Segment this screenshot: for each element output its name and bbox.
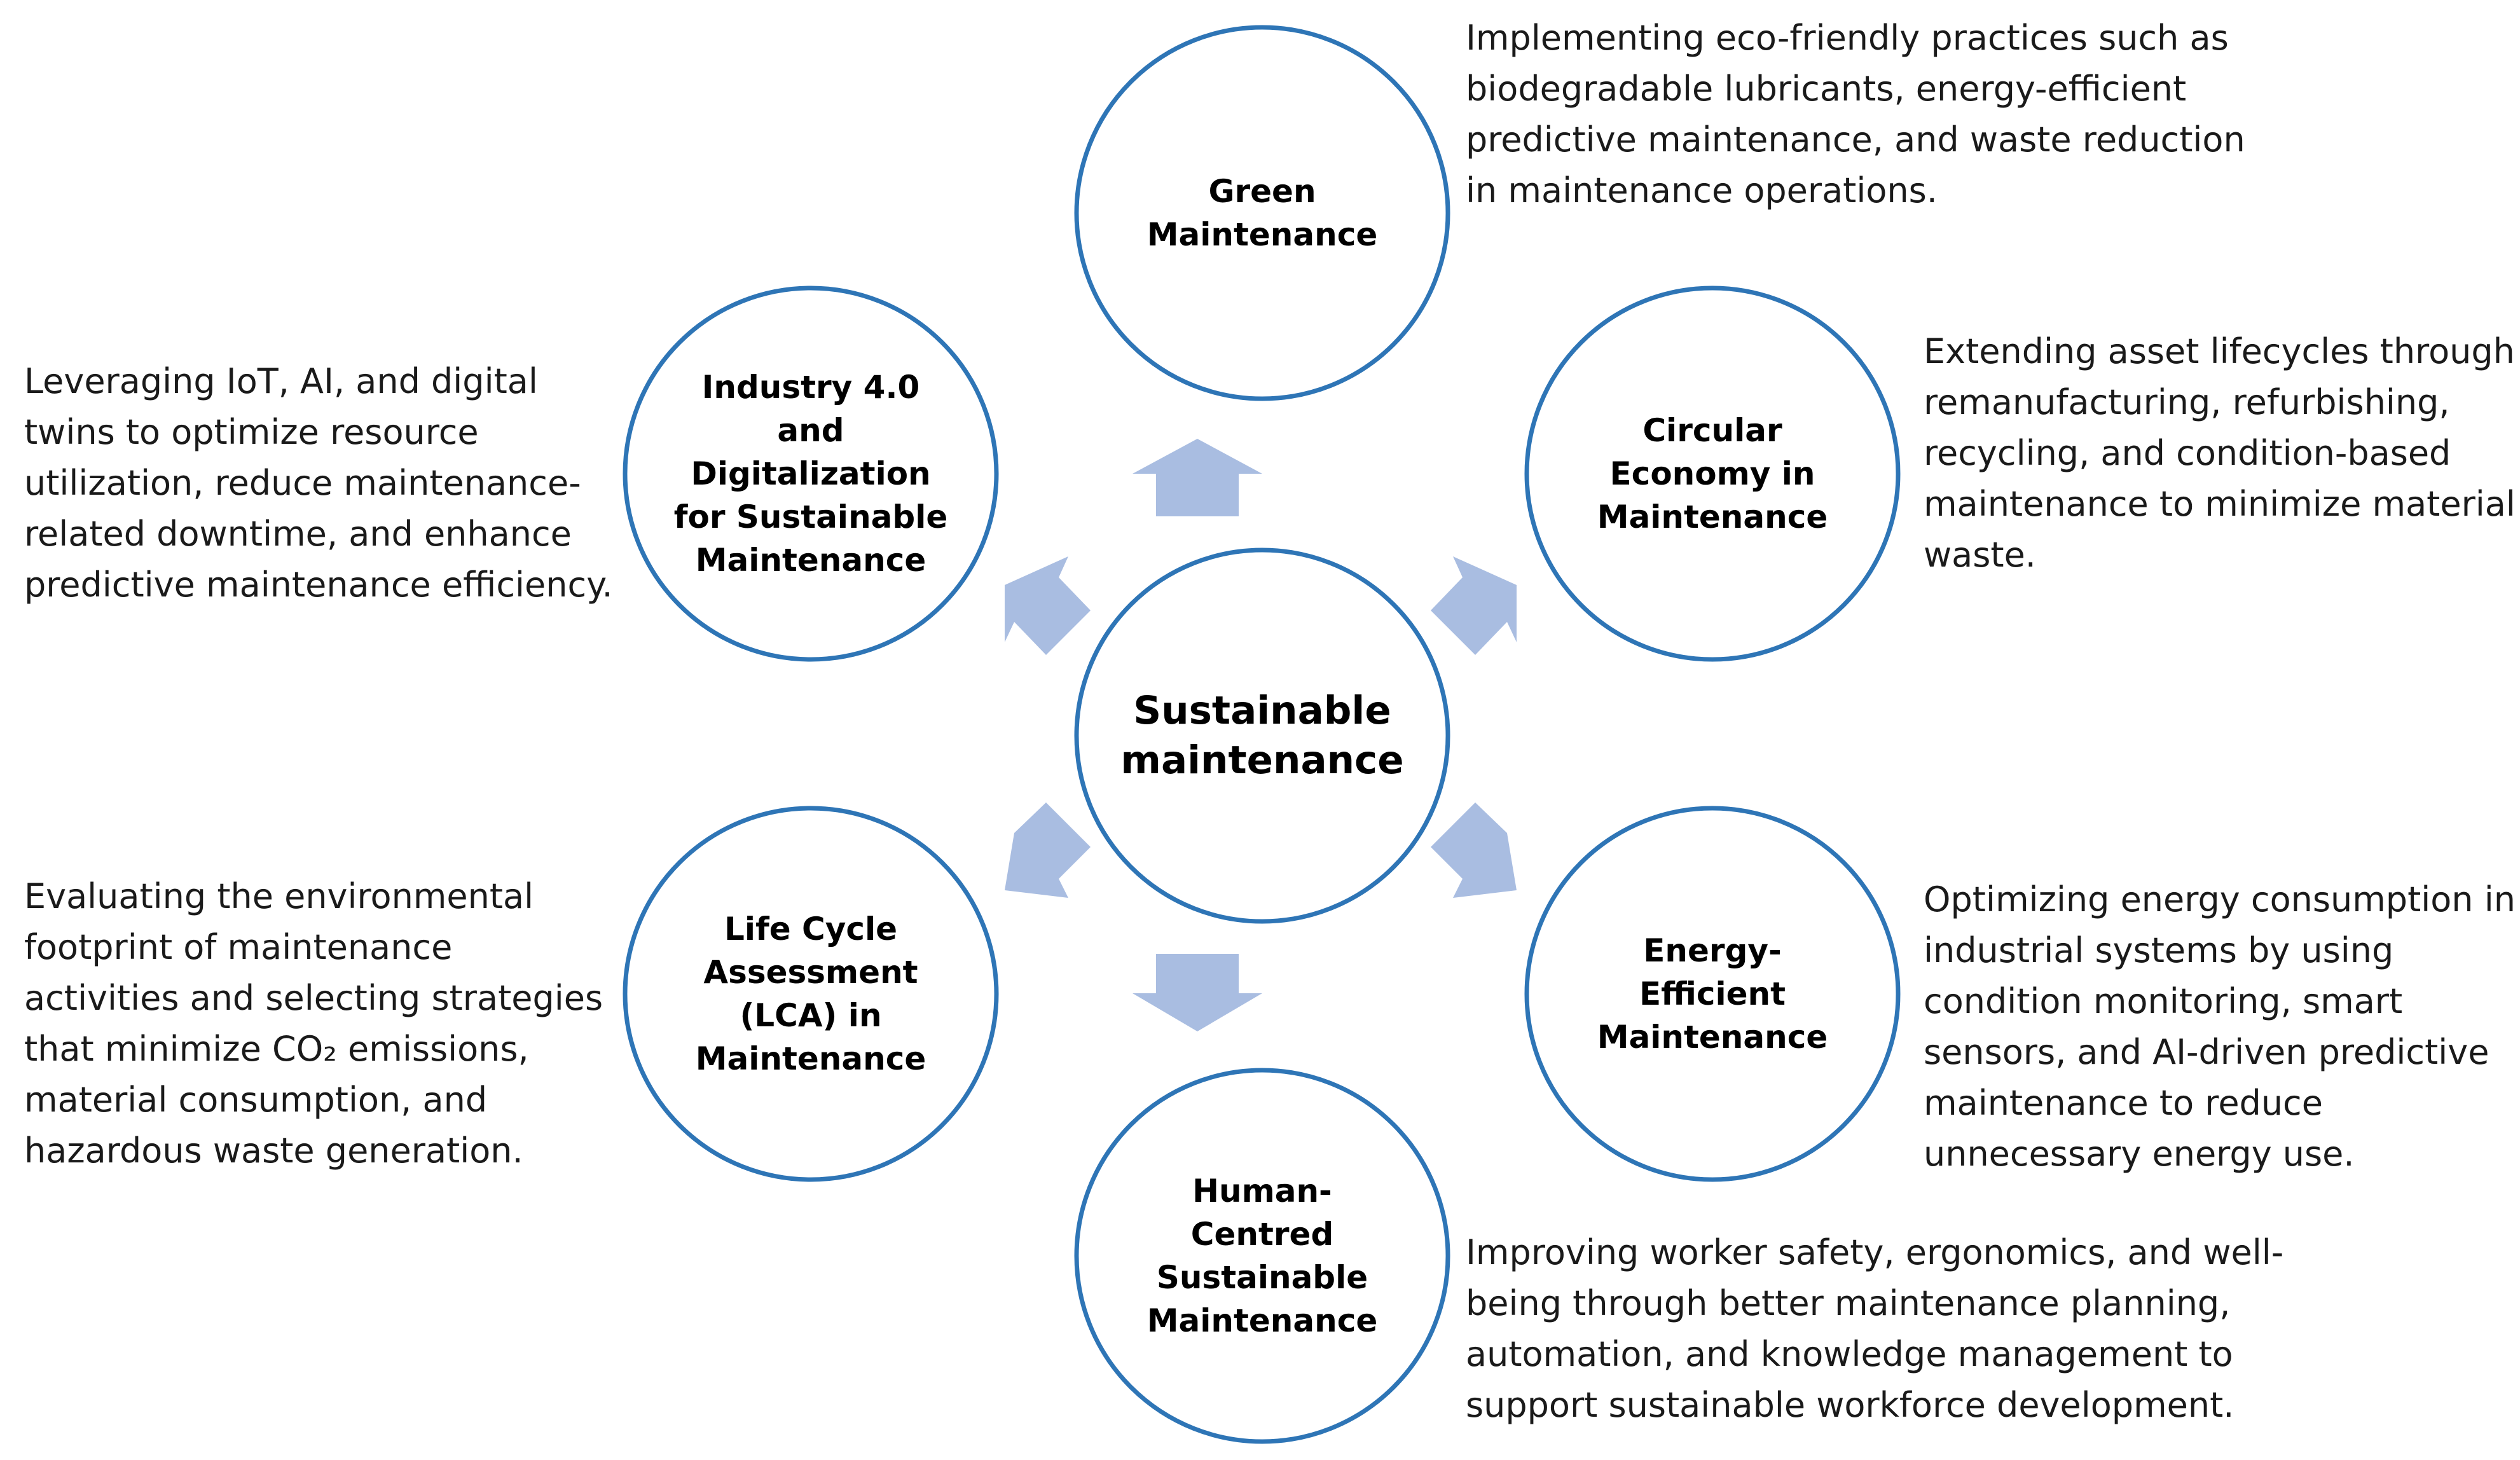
desc-line: Evaluating the environmental [24, 876, 534, 916]
desc-line: sensors, and AI-driven predictive [1924, 1032, 2489, 1072]
desc-line: condition monitoring, smart [1924, 981, 2403, 1021]
center-label-line: maintenance [1120, 738, 1404, 783]
green-maintenance-circle [1074, 25, 1450, 401]
desc-line: remanufacturing, refurbishing, [1924, 382, 2450, 422]
center-circle [1074, 548, 1450, 924]
industry-label-line: Industry 4.0 [701, 369, 920, 406]
industry-label-line: Digitalization [691, 455, 931, 492]
desc-line: Extending asset lifecycles through [1924, 331, 2515, 371]
desc-line: predictive maintenance, and waste reduct… [1466, 120, 2245, 160]
industry-4-circle [623, 286, 999, 662]
center-label-line: Sustainable [1133, 688, 1391, 733]
desc-line: material consumption, and [24, 1080, 488, 1120]
green-maintenance-description: Implementing eco-friendly practices such… [1466, 13, 2245, 216]
desc-line: twins to optimize resource [24, 412, 479, 452]
industry-label-line: and [777, 412, 844, 449]
desc-line: related downtime, and enhance [24, 514, 572, 554]
energy-efficient-label: Energy- Efficient Maintenance [1553, 899, 1871, 1089]
circular-economy-circle [1524, 286, 1901, 662]
human-label-line: Centred [1190, 1216, 1334, 1253]
industry-4-label: Industry 4.0 and Digitalization for Sust… [652, 347, 970, 601]
arrow-upper-left [1005, 556, 1091, 655]
energy-label-line: Energy- [1643, 932, 1782, 969]
industry-label-line: for Sustainable [673, 499, 948, 535]
energy-efficient-description: Optimizing energy consumption in industr… [1924, 874, 2516, 1180]
human-label-line: Human- [1192, 1173, 1332, 1209]
human-centred-label: Human- Centred Sustainable Maintenance [1103, 1141, 1421, 1370]
arrow-lower-left [1005, 802, 1091, 898]
desc-line: in maintenance operations. [1466, 170, 1938, 210]
lca-label-line: Life Cycle [724, 911, 898, 947]
human-centred-circle [1074, 1068, 1450, 1444]
lca-label: Life Cycle Assessment (LCA) in Maintenan… [652, 879, 970, 1108]
lca-circle [623, 806, 999, 1182]
circular-label-line: Maintenance [1597, 499, 1828, 535]
desc-line: predictive maintenance efficiency. [24, 565, 613, 605]
lca-label-line: Assessment [703, 954, 918, 991]
desc-line: that minimize CO₂ emissions, [24, 1029, 529, 1069]
lca-label-line: Maintenance [695, 1040, 926, 1077]
energy-label-line: Maintenance [1597, 1019, 1828, 1056]
human-centred-description: Improving worker safety, ergonomics, and… [1466, 1227, 2283, 1431]
desc-line: footprint of maintenance [24, 927, 453, 967]
desc-line: maintenance to reduce [1924, 1083, 2323, 1123]
circular-label-line: Circular [1642, 412, 1782, 449]
human-label-line: Sustainable [1156, 1259, 1368, 1296]
green-label-line: Maintenance [1146, 216, 1378, 253]
arrow-upper-right [1431, 556, 1517, 655]
desc-line: being through better maintenance plannin… [1466, 1283, 2231, 1323]
arrows-group [1005, 439, 1517, 1031]
desc-line: unnecessary energy use. [1924, 1134, 2355, 1174]
arrow-down [1133, 954, 1262, 1031]
energy-efficient-circle [1524, 806, 1901, 1182]
desc-line: industrial systems by using [1924, 930, 2394, 970]
arrow-up [1133, 439, 1262, 516]
desc-line: waste. [1924, 535, 2036, 575]
human-label-line: Maintenance [1146, 1302, 1378, 1339]
industry-4-description: Leveraging IoT, AI, and digital twins to… [24, 356, 613, 610]
desc-line: support sustainable workforce developmen… [1466, 1385, 2234, 1425]
desc-line: biodegradable lubricants, energy-efficie… [1466, 69, 2187, 109]
lca-label-line: (LCA) in [740, 997, 882, 1034]
desc-line: recycling, and condition-based [1924, 433, 2451, 473]
energy-label-line: Efficient [1639, 975, 1786, 1012]
desc-line: maintenance to minimize material [1924, 484, 2516, 524]
desc-line: activities and selecting strategies [24, 978, 603, 1018]
desc-line: Improving worker safety, ergonomics, and… [1466, 1232, 2284, 1272]
desc-line: hazardous waste generation. [24, 1131, 523, 1171]
desc-line: Implementing eco-friendly practices such… [1466, 18, 2229, 58]
arrow-lower-right [1431, 802, 1517, 898]
circular-economy-description: Extending asset lifecycles through reman… [1924, 326, 2516, 581]
green-label-line: Green [1208, 173, 1316, 210]
center-label: Sustainable maintenance [1103, 640, 1421, 831]
circular-label-line: Economy in [1609, 455, 1815, 492]
circular-economy-label: Circular Economy in Maintenance [1553, 378, 1871, 569]
green-maintenance-label: Green Maintenance [1103, 118, 1421, 308]
desc-line: utilization, reduce maintenance- [24, 463, 581, 503]
lca-description: Evaluating the environmental footprint o… [24, 871, 603, 1176]
industry-label-line: Maintenance [695, 542, 926, 579]
desc-line: Optimizing energy consumption in [1924, 879, 2516, 919]
desc-line: automation, and knowledge management to [1466, 1334, 2233, 1374]
desc-line: Leveraging IoT, AI, and digital [24, 361, 538, 401]
